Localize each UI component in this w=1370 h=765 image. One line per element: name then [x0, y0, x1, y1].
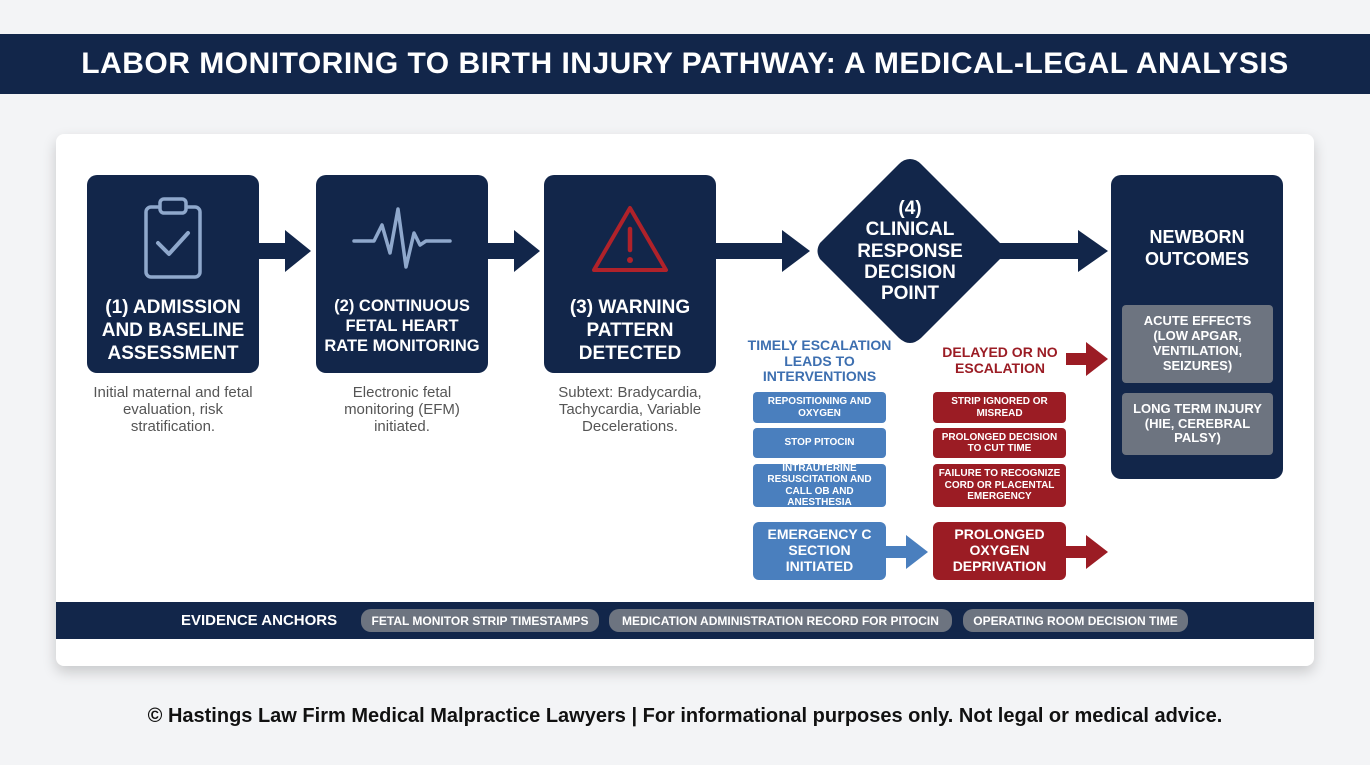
- step-3-box: (3) WARNING PATTERN DETECTED: [544, 175, 716, 373]
- timely-escalation-title: TIMELY ESCALATION LEADS TO INTERVENTIONS: [747, 337, 892, 385]
- footer-disclaimer: © Hastings Law Firm Medical Malpractice …: [147, 705, 1223, 727]
- page-title: LABOR MONITORING TO BIRTH INJURY PATHWAY…: [0, 34, 1370, 94]
- arrow-step2-to-step3: [488, 230, 540, 272]
- clipboard-check-icon: [144, 197, 202, 279]
- decision-label: (4) CLINICAL RESPONSE DECISION POINT: [857, 198, 963, 305]
- delayed-strip-ignored: STRIP IGNORED OR MISREAD: [933, 392, 1066, 423]
- step-2-description: Electronic fetal monitoring (EFM) initia…: [344, 384, 460, 435]
- decision-diamond: [817, 159, 1003, 343]
- arrow-decision-to-outcomes: [1000, 230, 1108, 272]
- step-2-box: (2) CONTINUOUS FETAL HEART RATE MONITORI…: [316, 175, 488, 373]
- step-1-box: (1) ADMISSION AND BASELINE ASSESSMENT: [87, 175, 259, 373]
- emergency-c-section-box: EMERGENCY C SECTION INITIATED: [753, 522, 886, 580]
- delayed-prolonged-decision: PROLONGED DECISION TO CUT TIME: [933, 428, 1066, 458]
- timely-intervention-stop-pitocin: STOP PITOCIN: [753, 428, 886, 458]
- step-3-label: (3) WARNING PATTERN DETECTED: [569, 297, 691, 364]
- outcome-long-term-injury: LONG TERM INJURY (HIE, CEREBRAL PALSY): [1122, 393, 1273, 455]
- prolonged-oxygen-deprivation-box: PROLONGED OXYGEN DEPRIVATION: [933, 522, 1066, 580]
- arrow-c-section: [886, 535, 930, 569]
- step-1-description: Initial maternal and fetal evaluation, r…: [93, 384, 253, 435]
- arrow-delayed-to-outcomes: [1066, 342, 1110, 376]
- timely-intervention-repositioning: REPOSITIONING AND OXYGEN: [753, 392, 886, 423]
- arrow-oxygen-deprivation: [1066, 535, 1110, 569]
- evidence-operating-room-time: OPERATING ROOM DECISION TIME: [963, 609, 1188, 632]
- evidence-fetal-monitor-strip: FETAL MONITOR STRIP TIMESTAMPS: [361, 609, 599, 632]
- step-2-label: (2) CONTINUOUS FETAL HEART RATE MONITORI…: [324, 297, 480, 355]
- delayed-escalation-title: DELAYED OR NO ESCALATION: [942, 344, 1058, 376]
- evidence-anchors-label: EVIDENCE ANCHORS: [181, 612, 338, 629]
- evidence-medication-record: MEDICATION ADMINISTRATION RECORD FOR PIT…: [609, 609, 952, 632]
- outcome-acute-effects: ACUTE EFFECTS (LOW APGAR, VENTILATION, S…: [1122, 305, 1273, 383]
- delayed-failure-to-recognize: FAILURE TO RECOGNIZE CORD OR PLACENTAL E…: [933, 464, 1066, 507]
- newborn-outcomes-title: NEWBORN OUTCOMES: [1144, 227, 1249, 269]
- timely-intervention-resuscitation: INTRAUTERINE RESUSCITATION AND CALL OB A…: [753, 463, 886, 508]
- arrow-step1-to-step2: [259, 230, 311, 272]
- step-3-description: Subtext: Bradycardia, Tachycardia, Varia…: [558, 384, 702, 435]
- step-1-label: (1) ADMISSION AND BASELINE ASSESSMENT: [101, 297, 245, 364]
- arrow-step3-to-decision: [716, 230, 810, 272]
- warning-triangle-icon: [592, 206, 668, 272]
- heartbeat-icon: [352, 207, 452, 269]
